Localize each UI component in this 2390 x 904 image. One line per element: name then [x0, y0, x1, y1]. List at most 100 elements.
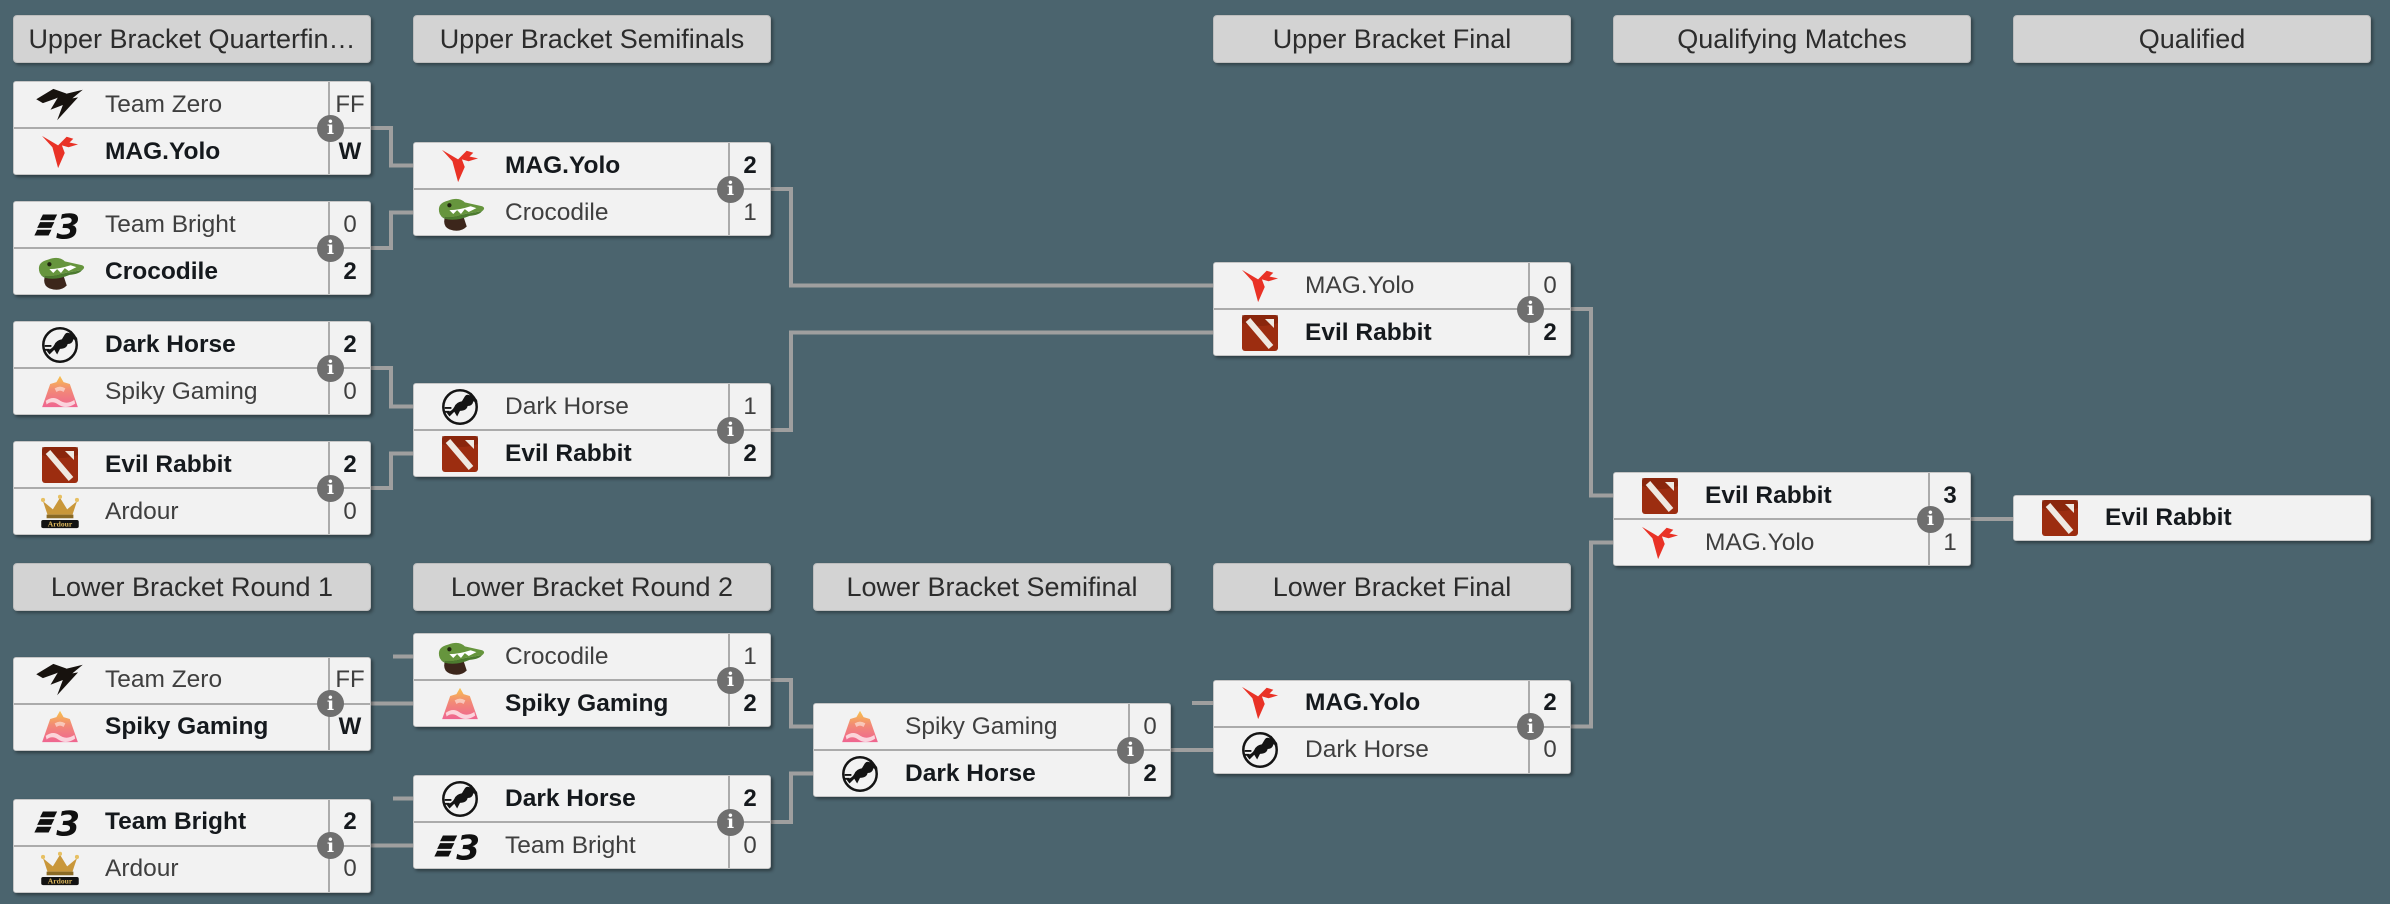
team-row[interactable]: Team Zero FF — [14, 657, 370, 705]
team-score: 0 — [328, 846, 370, 892]
match-info-icon[interactable]: i — [317, 234, 344, 262]
evil-rabbit-logo-icon — [31, 445, 89, 485]
team-row[interactable]: Dark Horse 2 — [414, 776, 770, 823]
team-name: Team Zero — [105, 90, 223, 118]
team-row[interactable]: Evil Rabbit — [2014, 496, 2370, 540]
header-qualifying-matches: Qualifying Matches — [1613, 15, 1971, 63]
team-row[interactable]: Evil Rabbit 2 — [414, 431, 770, 476]
team-name: Evil Rabbit — [1305, 318, 1432, 346]
team-score: 2 — [328, 442, 370, 487]
dark-horse-logo-icon — [31, 325, 89, 365]
team-zero-logo-icon — [31, 661, 89, 699]
team-row[interactable]: MAG.Yolo 2 — [414, 143, 770, 190]
evil-rabbit-logo-icon — [431, 434, 489, 474]
team-score: 2 — [728, 143, 770, 188]
team-row[interactable]: 3 Team Bright 0 — [14, 202, 370, 249]
team-row[interactable]: 3 Team Bright 0 — [414, 823, 770, 868]
team-row[interactable]: Dark Horse 2 — [14, 322, 370, 369]
evil-rabbit-logo-icon — [1231, 313, 1289, 353]
match-ub-quarterfinal-1: Team Zero FF MAG.Yolo W i — [13, 81, 371, 175]
connector-line — [371, 210, 413, 250]
team-name: Dark Horse — [1305, 736, 1429, 763]
team-name: Spiky Gaming — [105, 377, 258, 405]
team-name: Ardour — [105, 855, 179, 882]
mag-yolo-logo-icon — [1231, 684, 1289, 722]
mag-yolo-logo-icon — [1231, 267, 1289, 305]
team-row[interactable]: MAG.Yolo 0 — [1214, 263, 1570, 310]
match-info-icon[interactable]: i — [1517, 295, 1544, 323]
header-lower-bracket-round-1: Lower Bracket Round 1 — [13, 563, 371, 611]
team-row[interactable]: MAG.Yolo 2 — [1214, 680, 1570, 728]
connector-line — [1571, 307, 1613, 498]
team-score: W — [328, 704, 370, 750]
team-score: W — [328, 129, 370, 174]
team-name: Evil Rabbit — [1705, 481, 1832, 509]
team-row[interactable]: Spiky Gaming W — [14, 704, 370, 750]
match-info-icon[interactable]: i — [717, 175, 744, 203]
team-bright-logo-icon: 3 — [431, 827, 489, 865]
svg-text:3: 3 — [456, 828, 480, 865]
team-row[interactable]: Dark Horse 1 — [414, 384, 770, 431]
match-lb-final: MAG.Yolo 2 Dark Horse 0 i — [1213, 679, 1571, 774]
team-row[interactable]: Spiky Gaming 2 — [414, 681, 770, 726]
match-ub-semifinal-1: MAG.Yolo 2 Crocodile 1 i — [413, 142, 771, 236]
svg-text:Ardour: Ardour — [48, 877, 73, 886]
connector-line — [371, 451, 413, 490]
svg-text:3: 3 — [56, 804, 80, 841]
match-ub-quarterfinal-4: Evil Rabbit 2 Ardour Ardour 0 i — [13, 441, 371, 535]
team-score: 2 — [728, 776, 770, 821]
svg-text:Ardour: Ardour — [48, 519, 73, 528]
team-row[interactable]: Team Zero FF — [14, 82, 370, 129]
match-info-icon[interactable]: i — [717, 808, 744, 836]
match-info-icon[interactable]: i — [317, 832, 344, 859]
team-row[interactable]: Ardour Ardour 0 — [14, 846, 370, 892]
team-name: Dark Horse — [505, 784, 636, 812]
match-info-icon[interactable]: i — [1117, 736, 1144, 764]
team-row[interactable]: Crocodile 1 — [414, 190, 770, 235]
team-name: MAG.Yolo — [505, 151, 621, 179]
team-score: 2 — [728, 681, 770, 726]
match-info-icon[interactable]: i — [717, 416, 744, 444]
team-row[interactable]: Evil Rabbit 2 — [14, 442, 370, 489]
team-score: 0 — [1528, 263, 1570, 308]
match-info-icon[interactable]: i — [1517, 713, 1544, 740]
dark-horse-logo-icon — [431, 387, 489, 427]
team-row[interactable]: Dark Horse 0 — [1214, 727, 1570, 773]
team-score: 0 — [1528, 727, 1570, 773]
team-score: 3 — [1928, 473, 1970, 518]
team-row[interactable]: MAG.Yolo W — [14, 129, 370, 174]
team-row[interactable]: Spiky Gaming 0 — [814, 704, 1170, 751]
qualified-team-box: Evil Rabbit — [2013, 495, 2371, 541]
mag-yolo-logo-icon — [431, 147, 489, 185]
team-row[interactable]: 3 Team Bright 2 — [14, 799, 370, 847]
match-info-icon[interactable]: i — [317, 354, 344, 382]
team-name: MAG.Yolo — [1305, 271, 1415, 299]
team-name: Team Zero — [105, 666, 223, 693]
team-row[interactable]: Ardour Ardour 0 — [14, 489, 370, 534]
team-name: Crocodile — [505, 198, 609, 226]
team-score: 2 — [1528, 310, 1570, 355]
team-row[interactable]: MAG.Yolo 1 — [1614, 520, 1970, 565]
team-row[interactable]: Crocodile 1 — [414, 634, 770, 681]
match-info-icon[interactable]: i — [317, 690, 344, 717]
team-name: Dark Horse — [905, 759, 1036, 787]
match-ub-final: MAG.Yolo 0 Evil Rabbit 2 i — [1213, 262, 1571, 356]
match-info-icon[interactable]: i — [317, 474, 344, 502]
team-row[interactable]: Evil Rabbit 2 — [1214, 310, 1570, 355]
match-info-icon[interactable]: i — [1917, 505, 1944, 533]
team-row[interactable]: Crocodile 2 — [14, 249, 370, 294]
team-row[interactable]: Evil Rabbit 3 — [1614, 473, 1970, 520]
mag-yolo-logo-icon — [31, 133, 89, 171]
evil-rabbit-logo-icon — [2031, 498, 2089, 538]
match-info-icon[interactable]: i — [317, 114, 344, 142]
team-score: 0 — [328, 202, 370, 247]
match-lb-round1-1: Team Zero FF Spiky Gaming W i — [13, 656, 371, 751]
match-info-icon[interactable]: i — [717, 666, 744, 694]
team-row[interactable]: Dark Horse 2 — [814, 751, 1170, 796]
team-score: 1 — [728, 384, 770, 429]
match-ub-semifinal-2: Dark Horse 1 Evil Rabbit 2 i — [413, 383, 771, 477]
team-score: 0 — [728, 823, 770, 868]
team-row[interactable]: Spiky Gaming 0 — [14, 369, 370, 414]
team-score: 0 — [328, 489, 370, 534]
